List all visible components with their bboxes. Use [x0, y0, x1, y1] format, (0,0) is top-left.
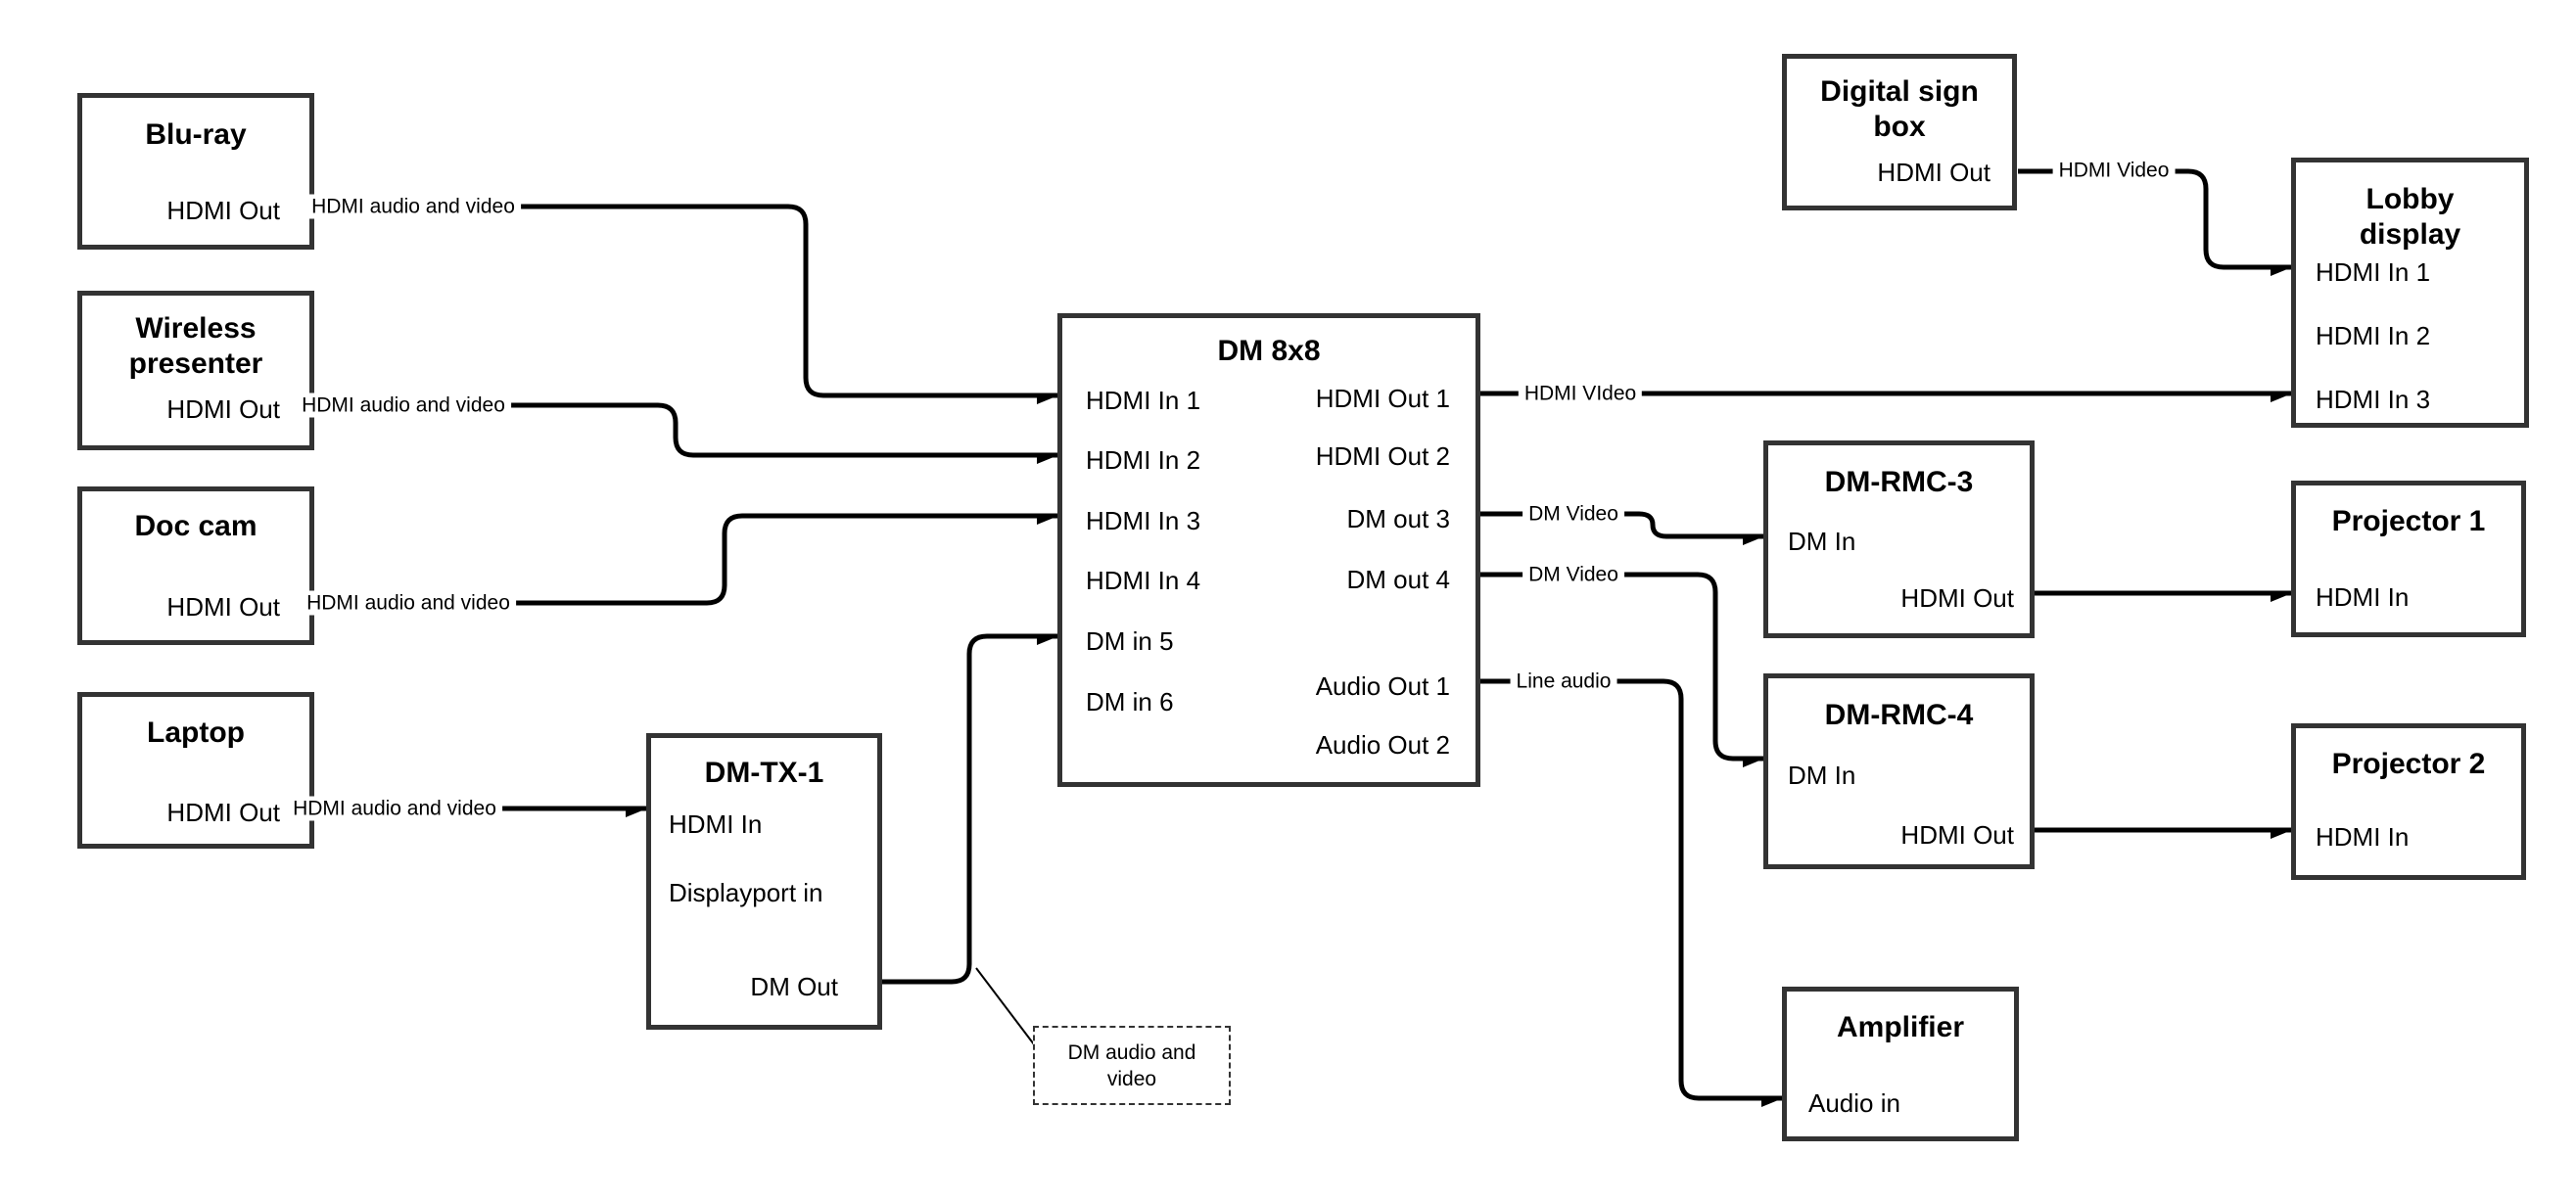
connection-label-bluray: HDMI audio and video [305, 194, 521, 219]
port-hdmi-in-1: HDMI In 1 [2316, 257, 2431, 287]
device-dm-rmc-4: DM-RMC-4 DM In HDMI Out [1763, 673, 2035, 869]
port-hdmi-in: HDMI In [669, 809, 763, 839]
device-amplifier: Amplifier Audio in [1782, 987, 2019, 1141]
port-dm-in: DM In [1788, 761, 1856, 790]
device-projector-1: Projector 1 HDMI In [2291, 481, 2526, 637]
connector-dm8x8-aout1-to-amplifier [1480, 678, 1782, 1098]
device-wireless-presenter: Wireless presenter HDMI Out [77, 291, 314, 450]
connector-dmtx1-to-dm8x8-in5 [882, 633, 1057, 985]
connector-digitalsign-to-lobby-in1 [2018, 168, 2291, 267]
port-hdmi-out: HDMI Out [1877, 158, 1991, 187]
port-hdmi-in: HDMI In [2316, 822, 2410, 852]
device-title: DM-TX-1 [704, 757, 824, 789]
port-hdmi-in-2: HDMI In 2 [2316, 321, 2431, 350]
connection-label-line-audio: Line audio [1510, 669, 1617, 694]
device-lobby-display: Lobby display HDMI In 1 HDMI In 2 HDMI I… [2291, 158, 2529, 428]
connection-label-hdmi-video-out1: HDMI VIdeo [1518, 381, 1643, 406]
connection-label-wireless: HDMI audio and video [296, 393, 511, 418]
port-hdmi-in-1: HDMI In 1 [1086, 386, 1201, 415]
device-title: DM 8x8 [1217, 335, 1321, 367]
device-projector-2: Projector 2 HDMI In [2291, 723, 2526, 880]
port-dm-out-3: DM out 3 [1346, 504, 1451, 533]
port-dm-in-6: DM in 6 [1086, 687, 1174, 716]
port-hdmi-in-2: HDMI In 2 [1086, 445, 1201, 475]
device-title: Digital sign box [1820, 75, 1979, 143]
device-digital-sign-box: Digital sign box HDMI Out [1782, 54, 2017, 210]
device-dm-tx-1: DM-TX-1 HDMI In Displayport in DM Out [646, 733, 882, 1030]
port-hdmi-in-3: HDMI In 3 [1086, 506, 1201, 535]
device-dm-rmc-3: DM-RMC-3 DM In HDMI Out [1763, 440, 2035, 638]
port-hdmi-out: HDMI Out [166, 592, 280, 622]
device-dm-8x8: DM 8x8 HDMI In 1 HDMI In 2 HDMI In 3 HDM… [1057, 313, 1480, 787]
connector-bluray-to-dm8x8-in1 [314, 204, 1057, 395]
port-hdmi-out: HDMI Out [1900, 583, 2014, 613]
port-displayport-in: Displayport in [669, 878, 823, 907]
device-title: Wireless presenter [128, 312, 263, 380]
port-hdmi-in-4: HDMI In 4 [1086, 566, 1201, 595]
port-hdmi-in: HDMI In [2316, 582, 2410, 612]
port-hdmi-out: HDMI Out [166, 394, 280, 424]
port-dm-in: DM In [1788, 527, 1856, 556]
device-laptop: Laptop HDMI Out [77, 692, 314, 849]
annotation-dm-audio-video: DM audio and video [1033, 1026, 1231, 1105]
connection-label-dm-video-out4: DM Video [1522, 562, 1624, 587]
device-title: Blu-ray [145, 118, 247, 151]
device-doc-cam: Doc cam HDMI Out [77, 486, 314, 645]
port-hdmi-out-1: HDMI Out 1 [1315, 384, 1450, 413]
port-audio-in: Audio in [1808, 1088, 1900, 1118]
port-dm-out-4: DM out 4 [1346, 565, 1451, 594]
annotation-leader-line [975, 967, 1035, 1045]
port-hdmi-out: HDMI Out [1900, 820, 2014, 850]
connection-label-digital-sign: HDMI Video [2052, 158, 2176, 183]
device-title: Laptop [147, 716, 245, 749]
connection-label-dm-video-out3: DM Video [1522, 501, 1624, 527]
device-title: Lobby display [2359, 183, 2461, 251]
connector-dm8x8-out4-to-rmc4 [1480, 572, 1763, 759]
device-title: Doc cam [134, 510, 258, 542]
device-title: Projector 2 [2331, 748, 2486, 780]
port-hdmi-out-2: HDMI Out 2 [1315, 441, 1450, 471]
device-title: Amplifier [1836, 1011, 1965, 1043]
connection-label-doccam: HDMI audio and video [301, 590, 516, 616]
port-audio-out-1: Audio Out 1 [1315, 671, 1450, 701]
port-hdmi-out: HDMI Out [166, 798, 280, 827]
port-hdmi-in-3: HDMI In 3 [2316, 385, 2431, 414]
port-dm-in-5: DM in 5 [1086, 626, 1174, 656]
port-audio-out-2: Audio Out 2 [1315, 730, 1450, 760]
device-title: DM-RMC-3 [1824, 466, 1974, 498]
connection-label-laptop: HDMI audio and video [287, 796, 502, 821]
device-blu-ray: Blu-ray HDMI Out [77, 93, 314, 250]
port-hdmi-out: HDMI Out [166, 196, 280, 225]
device-title: DM-RMC-4 [1824, 699, 1974, 731]
device-title: Projector 1 [2331, 505, 2486, 537]
port-dm-out: DM Out [750, 972, 838, 1001]
